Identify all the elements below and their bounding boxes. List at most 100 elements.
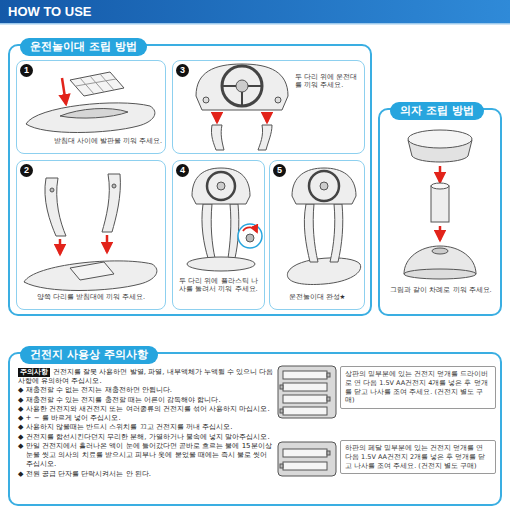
step-box: 양쪽 다리를 받침대에 끼워 주세요. bbox=[16, 160, 166, 310]
text-holder: 5 bbox=[273, 164, 286, 177]
caution-badge: 주의사항 bbox=[18, 368, 50, 377]
note-text: 하판의 페달 밑부분에 있는 건전지 덮개를 연 다음 1.5V AA건전지 2… bbox=[345, 444, 491, 470]
caution-body: 건전지를 잘못 사용하면 발열, 파열, 내부액체가 누액될 수 있으니 다음사… bbox=[18, 368, 274, 479]
text-holder: 두 다리 위에 플라스틱 나사를 돌려서 끼워 주세요. bbox=[176, 277, 261, 294]
battery-2-figure-part bbox=[283, 462, 327, 470]
text-holder: 운전놀이대 조립 방법 bbox=[20, 35, 147, 56]
step-1-figure-part bbox=[76, 79, 116, 86]
step-4-figure-part bbox=[207, 172, 235, 200]
battery-2-figure-part bbox=[283, 449, 327, 457]
caution-intro: 건전지를 잘못 사용하면 발열, 파열, 내부액체가 누액될 수 있으니 다음사… bbox=[18, 368, 274, 386]
step-3-figure-part bbox=[216, 112, 219, 122]
section-heading: 운전놀이대 조립 방법 bbox=[20, 38, 147, 56]
battery-2-figure-part bbox=[278, 442, 336, 476]
step-box: 두 다리 위에 운전대를 끼워 주세요. bbox=[172, 60, 365, 154]
step-3-figure-part bbox=[266, 112, 269, 122]
step-3-figure-part bbox=[275, 97, 281, 103]
caution-item: ◆ 만일 건전지에서 흘러나온 액이 눈에 들어갔다면 곧바로 흐르는 물에 1… bbox=[18, 442, 274, 470]
battery-4-figure-part bbox=[280, 409, 283, 413]
text-holder: HOW TO USE bbox=[8, 4, 92, 19]
chair-figure-part bbox=[404, 269, 476, 279]
step-caption: 두 다리 위에 플라스틱 나사를 돌려서 끼워 주세요. bbox=[176, 277, 261, 294]
step-caption: 그림과 같이 차례로 끼워 주세요. bbox=[384, 286, 498, 294]
callout-number: 5 bbox=[273, 164, 286, 177]
step-caption: 두 다리 위에 운전대를 끼워 주세요. bbox=[295, 73, 359, 90]
step-3-figure-part bbox=[222, 85, 236, 87]
step-4-figure bbox=[187, 168, 262, 271]
step-2-figure-part bbox=[59, 239, 62, 254]
battery-4-figure bbox=[278, 366, 336, 418]
step-3-figure-part bbox=[248, 85, 262, 87]
note-text: 상판의 밑부분에 있는 건전지 덮개를 드라이버로 연 다음 1.5V AA건전… bbox=[345, 370, 491, 405]
text-holder: 주의사항 bbox=[20, 368, 48, 377]
step-caption: 받침대 사이에 발판을 끼워 주세요. bbox=[53, 137, 163, 145]
step-caption: 양쪽 다리를 받침대에 끼워 주세요. bbox=[33, 293, 149, 301]
chair-figure bbox=[404, 130, 476, 279]
caution-item: ◆ 재충전할 수 있는 전지를 충전할 때는 어른이 감독해야 합니다. bbox=[18, 396, 274, 405]
section-heading: 의자 조립 방법 bbox=[390, 102, 484, 120]
text-holder: 받침대 사이에 발판을 끼워 주세요. bbox=[53, 137, 163, 145]
header-bar-part bbox=[0, 0, 510, 23]
step-1-figure-part bbox=[90, 76, 104, 92]
step-3-figure-part bbox=[203, 97, 209, 103]
step-5-figure bbox=[287, 168, 360, 285]
step-caption: 운전놀이대 완성★ bbox=[273, 293, 361, 301]
step-2-figure-part bbox=[24, 261, 157, 291]
step-1-figure bbox=[26, 72, 155, 133]
battery-4-figure-part bbox=[327, 373, 330, 377]
step-4-figure-part bbox=[202, 204, 215, 258]
step-4-figure-part bbox=[187, 257, 255, 271]
chair-figure-part bbox=[439, 166, 442, 182]
step-box: 운전놀이대 완성★ bbox=[269, 160, 365, 310]
step-3-figure-part bbox=[236, 80, 248, 92]
step-1-figure-part bbox=[62, 78, 66, 104]
callout-number: 1 bbox=[20, 64, 33, 77]
step-1-figure-part bbox=[70, 72, 124, 96]
battery-note: 하판의 페달 밑부분에 있는 건전지 덮개를 연 다음 1.5V AA건전지 2… bbox=[340, 440, 496, 474]
step-2-figure-part bbox=[112, 184, 116, 188]
step-2-figure-part bbox=[50, 188, 54, 192]
assembly-panel: 받침대 사이에 발판을 끼워 주세요. 양쪽 다리를 받침대에 끼워 주세요. 두 … bbox=[8, 44, 372, 316]
text-holder: 1 bbox=[20, 64, 33, 77]
step-4-figure-part bbox=[246, 234, 254, 242]
step-5-figure-part bbox=[330, 204, 343, 262]
chair-figure-part bbox=[432, 248, 448, 254]
step-3-figure-part bbox=[196, 64, 288, 110]
text-holder: 의자 조립 방법 bbox=[390, 99, 484, 120]
step-1-figure-part bbox=[26, 103, 155, 133]
callout-number: 3 bbox=[176, 64, 189, 77]
step-2-figure bbox=[24, 174, 157, 291]
section-heading: 건전지 사용상 주의사항 bbox=[20, 346, 158, 364]
step-1-figure-part bbox=[60, 109, 128, 119]
battery-2-figure-part bbox=[280, 464, 283, 468]
step-2-figure-part bbox=[102, 174, 120, 232]
step-4-figure-part bbox=[228, 204, 239, 258]
step-2-figure-part bbox=[70, 262, 114, 280]
step-1-figure-part bbox=[80, 78, 94, 94]
text-holder: 3 bbox=[176, 64, 189, 77]
chair-figure-part bbox=[408, 130, 472, 148]
text-holder: 운전놀이대 완성★ bbox=[273, 293, 361, 301]
battery-4-figure-part bbox=[280, 385, 283, 389]
header-bar bbox=[0, 0, 510, 25]
battery-4-figure-part bbox=[327, 397, 330, 401]
text-holder: 4 bbox=[176, 164, 189, 177]
step-3-figure-part bbox=[211, 125, 224, 150]
step-2-figure-part bbox=[45, 178, 66, 236]
text-holder: 하판의 페달 밑부분에 있는 건전지 덮개를 연 다음 1.5V AA건전지 2… bbox=[345, 444, 491, 470]
chair-figure-part bbox=[431, 183, 449, 189]
step-4-figure-part bbox=[243, 227, 257, 232]
step-5-figure-part bbox=[287, 258, 360, 285]
step-1-figure-part bbox=[100, 74, 114, 90]
text-holder: 건전지 사용상 주의사항 bbox=[20, 343, 158, 364]
battery-4-figure-part bbox=[283, 383, 327, 391]
battery-4-figure-part bbox=[283, 395, 327, 403]
battery-4-figure-part bbox=[278, 366, 336, 418]
step-4-figure-part bbox=[192, 168, 250, 204]
step-5-figure-part bbox=[309, 171, 339, 201]
step-3-figure-part bbox=[222, 66, 262, 106]
text-holder: 두 다리 위에 운전대를 끼워 주세요. bbox=[295, 73, 359, 90]
chair-figure-part bbox=[439, 226, 442, 240]
step-2-figure-part bbox=[106, 235, 109, 252]
